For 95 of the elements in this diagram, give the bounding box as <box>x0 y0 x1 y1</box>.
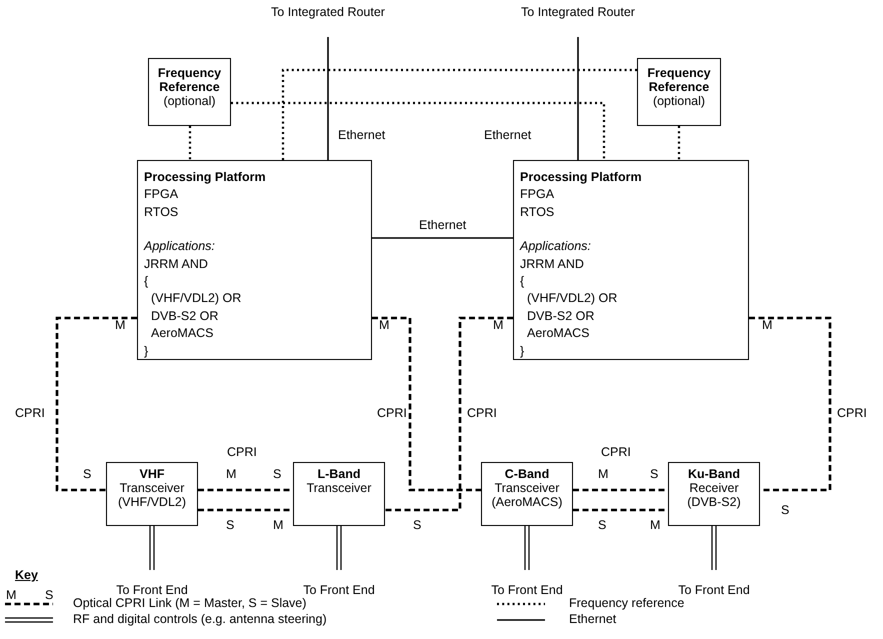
edge-label: CPRI <box>14 406 46 420</box>
box-text: } <box>144 342 150 360</box>
box-text: RTOS <box>144 204 180 221</box>
terminal-label: To Front End <box>490 583 564 597</box>
box-text: (AeroMACS) <box>490 495 564 509</box>
box-text: AeroMACS <box>526 325 591 342</box>
box-text: Transceiver <box>118 481 186 495</box>
box-title: Frequency Reference <box>646 66 712 94</box>
box-title: VHF <box>138 467 166 481</box>
legend-text: Optical CPRI Link (M = Master, S = Slave) <box>72 596 308 610</box>
key-heading: Key <box>14 568 39 582</box>
reference-box <box>637 58 721 126</box>
box-text: (optional) <box>652 94 706 108</box>
box-text: FPGA <box>144 186 180 204</box>
platform-box <box>137 160 372 360</box>
edge-label: CPRI <box>226 445 258 459</box>
box-text: AeroMACS <box>150 325 215 342</box>
edge-label: Ethernet <box>337 128 386 142</box>
section-heading: Applications: <box>520 238 592 256</box>
box-text: { <box>144 273 150 290</box>
port-role-label: M <box>492 318 504 332</box>
port-role-label: M <box>761 318 774 332</box>
port-role-label: M <box>378 318 390 332</box>
legend-text: Ethernet <box>568 612 618 626</box>
transceiver-box <box>481 462 573 526</box>
platform-box <box>513 160 749 360</box>
rf-line <box>711 525 717 571</box>
box-title: L-Band <box>316 467 362 481</box>
box-text: (optional) <box>162 94 217 108</box>
box-text: } <box>520 342 526 360</box>
rf-line <box>524 525 530 571</box>
box-text: (DVB-S2) <box>686 495 742 509</box>
legend-text: RF and digital controls (e.g. antenna steering) <box>72 612 328 626</box>
box-text: DVB-S2 OR <box>526 308 596 325</box>
link-line <box>372 316 481 492</box>
box-title: Frequency Reference <box>156 66 222 94</box>
edge-label: CPRI <box>466 406 498 420</box>
box-text: DVB-S2 OR <box>150 308 220 325</box>
terminal-label: To Integrated Router <box>270 5 386 19</box>
reference-box <box>148 58 231 126</box>
port-role-label: M <box>114 318 126 332</box>
ethernet-line <box>327 37 329 160</box>
transceiver-box <box>293 462 385 526</box>
port-role-label: M <box>649 518 662 532</box>
transceiver-box <box>106 462 198 526</box>
reference-line <box>678 126 680 160</box>
port-role-label: S <box>412 518 422 532</box>
box-text: JRRM AND <box>144 256 209 273</box>
port-role-label: S <box>82 467 92 481</box>
box-title: Processing Platform <box>520 169 643 186</box>
port-role-label: M <box>597 467 610 481</box>
port-role-label: S <box>597 518 608 532</box>
box-text: (VHF/VDL2) OR <box>526 290 618 308</box>
edge-label: Ethernet <box>418 218 468 232</box>
port-role-label: S <box>225 518 236 532</box>
port-role-label: M <box>5 588 18 602</box>
edge-label: CPRI <box>836 406 868 420</box>
link-line <box>749 316 832 492</box>
transceiver-box <box>668 462 760 526</box>
port-role-label: M <box>272 518 284 532</box>
port-role-label: S <box>272 467 282 481</box>
section-heading: Applications: <box>144 238 216 256</box>
legend-text: Frequency reference <box>568 596 686 610</box>
terminal-label: To Integrated Router <box>520 5 636 19</box>
reference-line <box>282 68 637 160</box>
box-text: Transceiver <box>494 481 560 495</box>
edge-label: Ethernet <box>483 128 532 142</box>
rf-line <box>336 525 342 571</box>
link-line <box>385 316 513 512</box>
ethernet-line <box>372 237 513 239</box>
box-text: Transceiver <box>306 481 372 495</box>
box-text: FPGA <box>520 186 556 204</box>
port-role-label: M <box>225 467 238 481</box>
box-title: Processing Platform <box>144 169 267 186</box>
reference-line <box>188 126 192 160</box>
box-text: JRRM AND <box>520 256 585 273</box>
box-text: { <box>520 273 526 290</box>
box-text: (VHF/VDL2) <box>116 495 188 509</box>
port-role-label: S <box>780 503 790 517</box>
box-text: Receiver <box>688 481 740 495</box>
terminal-label: To Front End <box>677 583 751 597</box>
box-text: RTOS <box>520 204 556 221</box>
terminal-label: To Front End <box>115 583 189 597</box>
port-role-label: S <box>44 588 54 602</box>
box-title: C-Band <box>504 467 550 481</box>
edge-label: CPRI <box>600 445 632 459</box>
box-text: (VHF/VDL2) OR <box>150 290 242 308</box>
link-line <box>56 316 137 492</box>
terminal-label: To Front End <box>302 583 376 597</box>
reference-line <box>231 102 606 160</box>
ethernet-line <box>577 37 579 160</box>
port-role-label: S <box>649 467 660 481</box>
box-title: Ku-Band <box>686 467 742 481</box>
edge-label: CPRI <box>376 406 408 420</box>
rf-line <box>149 525 155 571</box>
